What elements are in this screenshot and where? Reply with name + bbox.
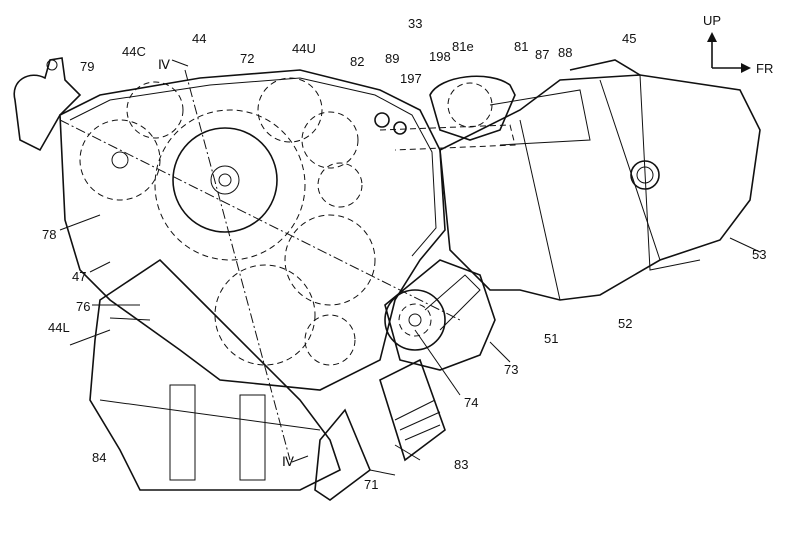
label-44: 44: [192, 32, 206, 45]
label-76: 76: [76, 300, 90, 313]
label-74: 74: [464, 396, 478, 409]
label-87: 87: [535, 48, 549, 61]
direction-up: UP: [703, 14, 721, 27]
label-82: 82: [350, 55, 364, 68]
label-section-IV-top: Ⅳ: [158, 58, 170, 71]
label-71: 71: [364, 478, 378, 491]
label-73: 73: [504, 363, 518, 376]
label-44U: 44U: [292, 42, 316, 55]
label-44C: 44C: [122, 45, 146, 58]
label-83: 83: [454, 458, 468, 471]
label-89: 89: [385, 52, 399, 65]
label-84: 84: [92, 451, 106, 464]
label-197: 197: [400, 72, 422, 85]
label-198: 198: [429, 50, 451, 63]
label-53: 53: [752, 248, 766, 261]
label-81: 81: [514, 40, 528, 53]
label-88: 88: [558, 46, 572, 59]
label-section-IV-bottom: Ⅳ: [282, 455, 294, 468]
label-72: 72: [240, 52, 254, 65]
label-33: 33: [408, 17, 422, 30]
label-47: 47: [72, 270, 86, 283]
label-79: 79: [80, 60, 94, 73]
label-52: 52: [618, 317, 632, 330]
label-78: 78: [42, 228, 56, 241]
label-45: 45: [622, 32, 636, 45]
label-81e: 81e: [452, 40, 474, 53]
label-51: 51: [544, 332, 558, 345]
label-44L: 44L: [48, 321, 70, 334]
direction-forward: FR: [756, 62, 773, 75]
